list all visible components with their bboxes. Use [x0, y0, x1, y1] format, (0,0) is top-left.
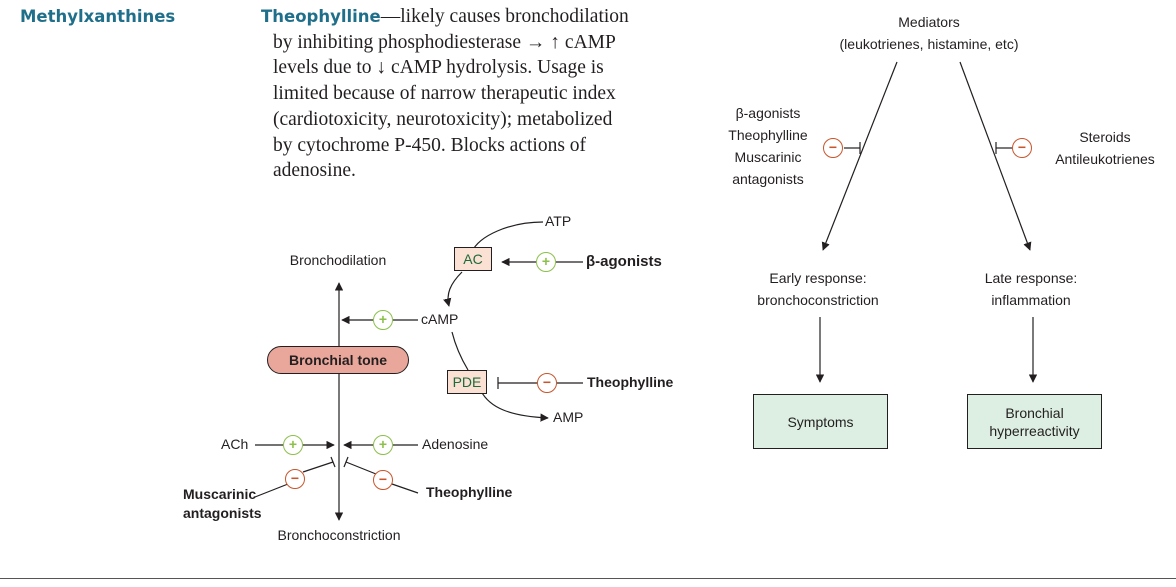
- atp-label: ATP: [545, 213, 572, 229]
- ach-label: ACh: [221, 436, 249, 452]
- bronchodilation-label: Bronchodilation: [289, 252, 387, 268]
- left-inhibit-minus-icon: −: [823, 138, 843, 158]
- ac-to-camp-arrow: [443, 271, 463, 307]
- theo-low-bar: [343, 456, 349, 468]
- theo-low-line-b: [345, 461, 377, 475]
- section-description: Theophylline—likely causes bronchodilati…: [261, 4, 681, 184]
- musc-line-b: [302, 461, 334, 473]
- drug-name: Theophylline: [261, 7, 381, 26]
- theophylline-low-label: Theophylline: [426, 484, 513, 500]
- desc-line-2: by inhibiting phosphodiesterase → ↑ cAMP: [273, 31, 616, 53]
- muscarinic-minus-icon: −: [285, 469, 305, 489]
- pde-box: PDE: [447, 370, 487, 394]
- desc-line-4: limited because of narrow therapeutic in…: [273, 83, 616, 105]
- amp-label: AMP: [553, 409, 584, 425]
- beta-plus-icon: +: [536, 252, 556, 272]
- ach-plus-icon: +: [283, 435, 303, 455]
- mediators-to-early-arrow: [821, 61, 898, 251]
- theo-low-line-a: [391, 483, 419, 494]
- camp-plus-icon: +: [373, 310, 393, 330]
- adenosine-plus-icon: +: [373, 435, 393, 455]
- musc-line-a: [254, 483, 289, 498]
- ac-box: AC: [454, 247, 492, 271]
- early-response-label: Early response: bronchoconstriction: [757, 270, 879, 308]
- desc-line-1: Theophylline—likely causes bronchodilati…: [261, 6, 629, 27]
- musc-bar: [330, 456, 336, 468]
- bottom-divider: [0, 578, 1176, 579]
- mediators-to-late-arrow: [959, 61, 1032, 251]
- desc-line-3: levels due to ↓ cAMP hydrolysis. Usage i…: [273, 57, 604, 79]
- desc-line-6: by cytochrome P-450. Blocks actions of: [273, 134, 587, 156]
- bronchoconstriction-label: Bronchoconstriction: [277, 527, 401, 543]
- beta-agonists-label: β-agonists: [586, 253, 662, 270]
- camp-to-pde-line: [451, 331, 469, 371]
- late-response-label: Late response: inflammation: [984, 270, 1078, 308]
- symptoms-box: Symptoms: [753, 394, 888, 449]
- theophylline-pde-label: Theophylline: [587, 374, 674, 390]
- adenosine-label: Adenosine: [422, 436, 489, 452]
- theo-low-minus-icon: −: [373, 470, 393, 490]
- muscarinic-antagonists-label: Muscarinic antagonists: [183, 486, 262, 521]
- right-inhibit-minus-icon: −: [1012, 138, 1032, 158]
- right-inhibitors-label: Steroids Antileukotrienes: [1055, 129, 1155, 167]
- section-heading: Methylxanthines: [20, 7, 176, 26]
- desc-line-5: (cardiotoxicity, neurotoxicity); metabol…: [273, 108, 613, 130]
- pde-to-amp-arrow: [480, 390, 549, 422]
- bronchial-tone-pill: Bronchial tone: [267, 346, 409, 374]
- mediators-label: Mediators (leukotrienes, histamine, etc): [839, 14, 1019, 52]
- left-inhibitors-label: β-agonists Theophylline Muscarinic antag…: [728, 105, 808, 187]
- desc-line-7: adenosine.: [273, 160, 356, 182]
- camp-label: cAMP: [421, 311, 459, 327]
- theo-pde-minus-icon: −: [537, 373, 557, 393]
- hyperreactivity-box: Bronchial hyperreactivity: [967, 394, 1102, 449]
